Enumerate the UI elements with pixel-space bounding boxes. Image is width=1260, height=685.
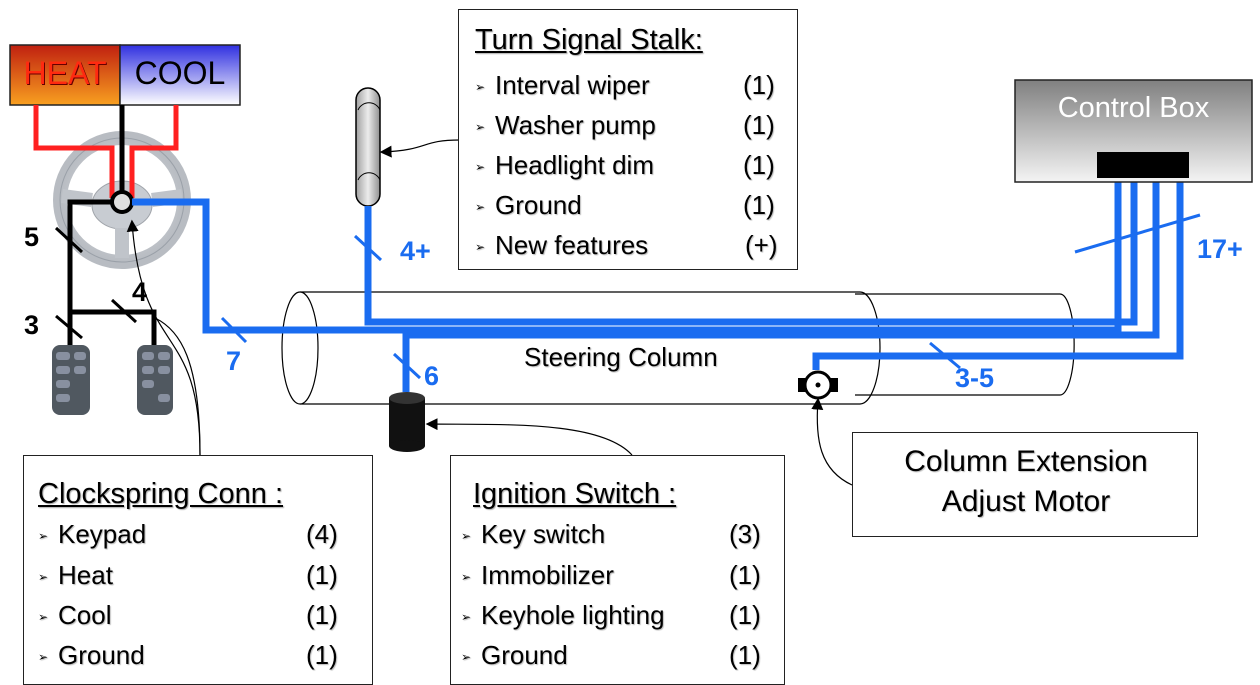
item-label: Keypad: [58, 519, 147, 549]
item-count: (1): [743, 190, 775, 220]
bullet-icon: ➢: [38, 610, 49, 625]
bullet-icon: ➢: [475, 120, 486, 135]
motor-icon: [798, 370, 838, 400]
wire-count-4-plus: 4+: [400, 236, 431, 266]
turn-signal-item: ➢ Interval wiper: [475, 70, 650, 101]
steering-column-shape: [281, 291, 1075, 405]
motor-label-line1: Column Extension: [904, 445, 1148, 478]
ignition-item: ➢ Keyhole lighting: [461, 600, 665, 631]
item-label: Interval wiper: [495, 70, 650, 100]
arrow-motor: [811, 397, 853, 486]
control-box-label: Control Box: [1057, 92, 1210, 124]
cool-block: [119, 44, 241, 106]
ignition-item: ➢ Ground: [461, 640, 568, 671]
turn-signal-item: ➢ Ground: [475, 190, 582, 221]
cool-label: COOL: [134, 55, 226, 91]
item-count: (1): [743, 150, 775, 180]
ignition-item: ➢ Immobilizer: [461, 560, 614, 591]
keypad-left-icon: [52, 345, 90, 415]
wire-count-5: 5: [24, 222, 40, 252]
turn-signal-stalk-icon: [355, 87, 381, 207]
item-label: Cool: [58, 600, 112, 630]
item-count: (1): [743, 70, 775, 100]
control-box-connector: [1097, 152, 1189, 178]
bullet-icon: ➢: [38, 529, 49, 544]
bullet-icon: ➢: [475, 160, 486, 175]
clockspring-item: ➢ Heat: [38, 560, 113, 591]
item-count: (1): [729, 600, 761, 630]
clockspring-title: Clockspring Conn :: [38, 478, 283, 510]
item-count: (1): [729, 560, 761, 590]
heat-wire-2: [129, 105, 179, 198]
heat-block: [9, 44, 121, 106]
item-count: (4): [306, 519, 338, 549]
turn-signal-item: ➢ New features: [475, 230, 648, 261]
wire-count-3: 3: [24, 310, 40, 340]
wire-count-7: 7: [226, 346, 242, 376]
item-label: Key switch: [481, 519, 606, 549]
item-count: (1): [306, 640, 338, 670]
wire-count-6: 6: [424, 361, 440, 391]
item-count: (1): [306, 560, 338, 590]
item-label: Headlight dim: [495, 150, 654, 180]
item-label: Keyhole lighting: [481, 600, 665, 630]
arrow-turn-signal: [379, 139, 461, 158]
arrow-keypad: [154, 317, 201, 456]
turn-signal-item: ➢ Washer pump: [475, 110, 656, 141]
item-count: (1): [729, 640, 761, 670]
wire-count-3-5: 3-5: [955, 363, 995, 393]
arrow-ignition: [425, 418, 633, 456]
keypad-right-icon: [137, 345, 173, 415]
wire-count-4: 4: [132, 277, 148, 307]
item-label: Immobilizer: [481, 560, 614, 590]
wire-slash-5: [54, 226, 84, 254]
motor-box: Column Extension Adjust Motor: [852, 432, 1198, 537]
clockspring-item: ➢ Ground: [38, 640, 145, 671]
item-label: New features: [495, 230, 649, 260]
item-count: (3): [729, 519, 761, 549]
ignition-box: Ignition Switch : ➢ Key switch (3) ➢ Immob…: [450, 455, 785, 685]
item-label: Heat: [58, 560, 113, 590]
bullet-icon: ➢: [461, 570, 472, 585]
bullet-icon: ➢: [461, 529, 472, 544]
ignition-switch-icon: [389, 392, 425, 452]
clockspring-item: ➢ Keypad: [38, 519, 146, 550]
item-label: Ground: [495, 190, 582, 220]
arrow-clockspring: [126, 219, 201, 456]
heat-label: HEAT: [23, 55, 107, 91]
item-count: (1): [306, 600, 338, 630]
item-count: (1): [743, 110, 775, 140]
clockspring-box: Clockspring Conn : ➢ Keypad (4) ➢ Heat (1)…: [23, 455, 373, 685]
item-label: Ground: [481, 640, 568, 670]
motor-label-line2: Adjust Motor: [941, 485, 1111, 518]
bullet-icon: ➢: [475, 200, 486, 215]
bullet-icon: ➢: [475, 80, 486, 95]
wire-count-17-plus: 17+: [1197, 234, 1243, 264]
bullet-icon: ➢: [38, 570, 49, 585]
ignition-title: Ignition Switch :: [473, 478, 677, 510]
wire-slash-4: [110, 298, 138, 324]
turn-signal-box: Turn Signal Stalk: ➢ Interval wiper (1) ➢…: [458, 9, 798, 270]
item-label: Ground: [58, 640, 145, 670]
blue-slash-marks: [220, 213, 1201, 380]
clockspring-connector-icon: [110, 190, 134, 214]
bullet-icon: ➢: [38, 650, 49, 665]
item-label: Washer pump: [495, 110, 656, 140]
bullet-icon: ➢: [461, 610, 472, 625]
steering-column-label: Steering Column: [524, 342, 718, 372]
clockspring-item: ➢ Cool: [38, 600, 111, 631]
bullet-icon: ➢: [475, 240, 486, 255]
turn-signal-title: Turn Signal Stalk:: [475, 24, 703, 56]
heat-wire: [33, 105, 115, 198]
blue-wire-harness: [132, 182, 1184, 392]
turn-signal-item: ➢ Headlight dim: [475, 150, 654, 181]
wire-slash-3: [55, 314, 83, 340]
item-count: (+): [745, 230, 778, 260]
bullet-icon: ➢: [461, 650, 472, 665]
ignition-item: ➢ Key switch: [461, 519, 605, 550]
